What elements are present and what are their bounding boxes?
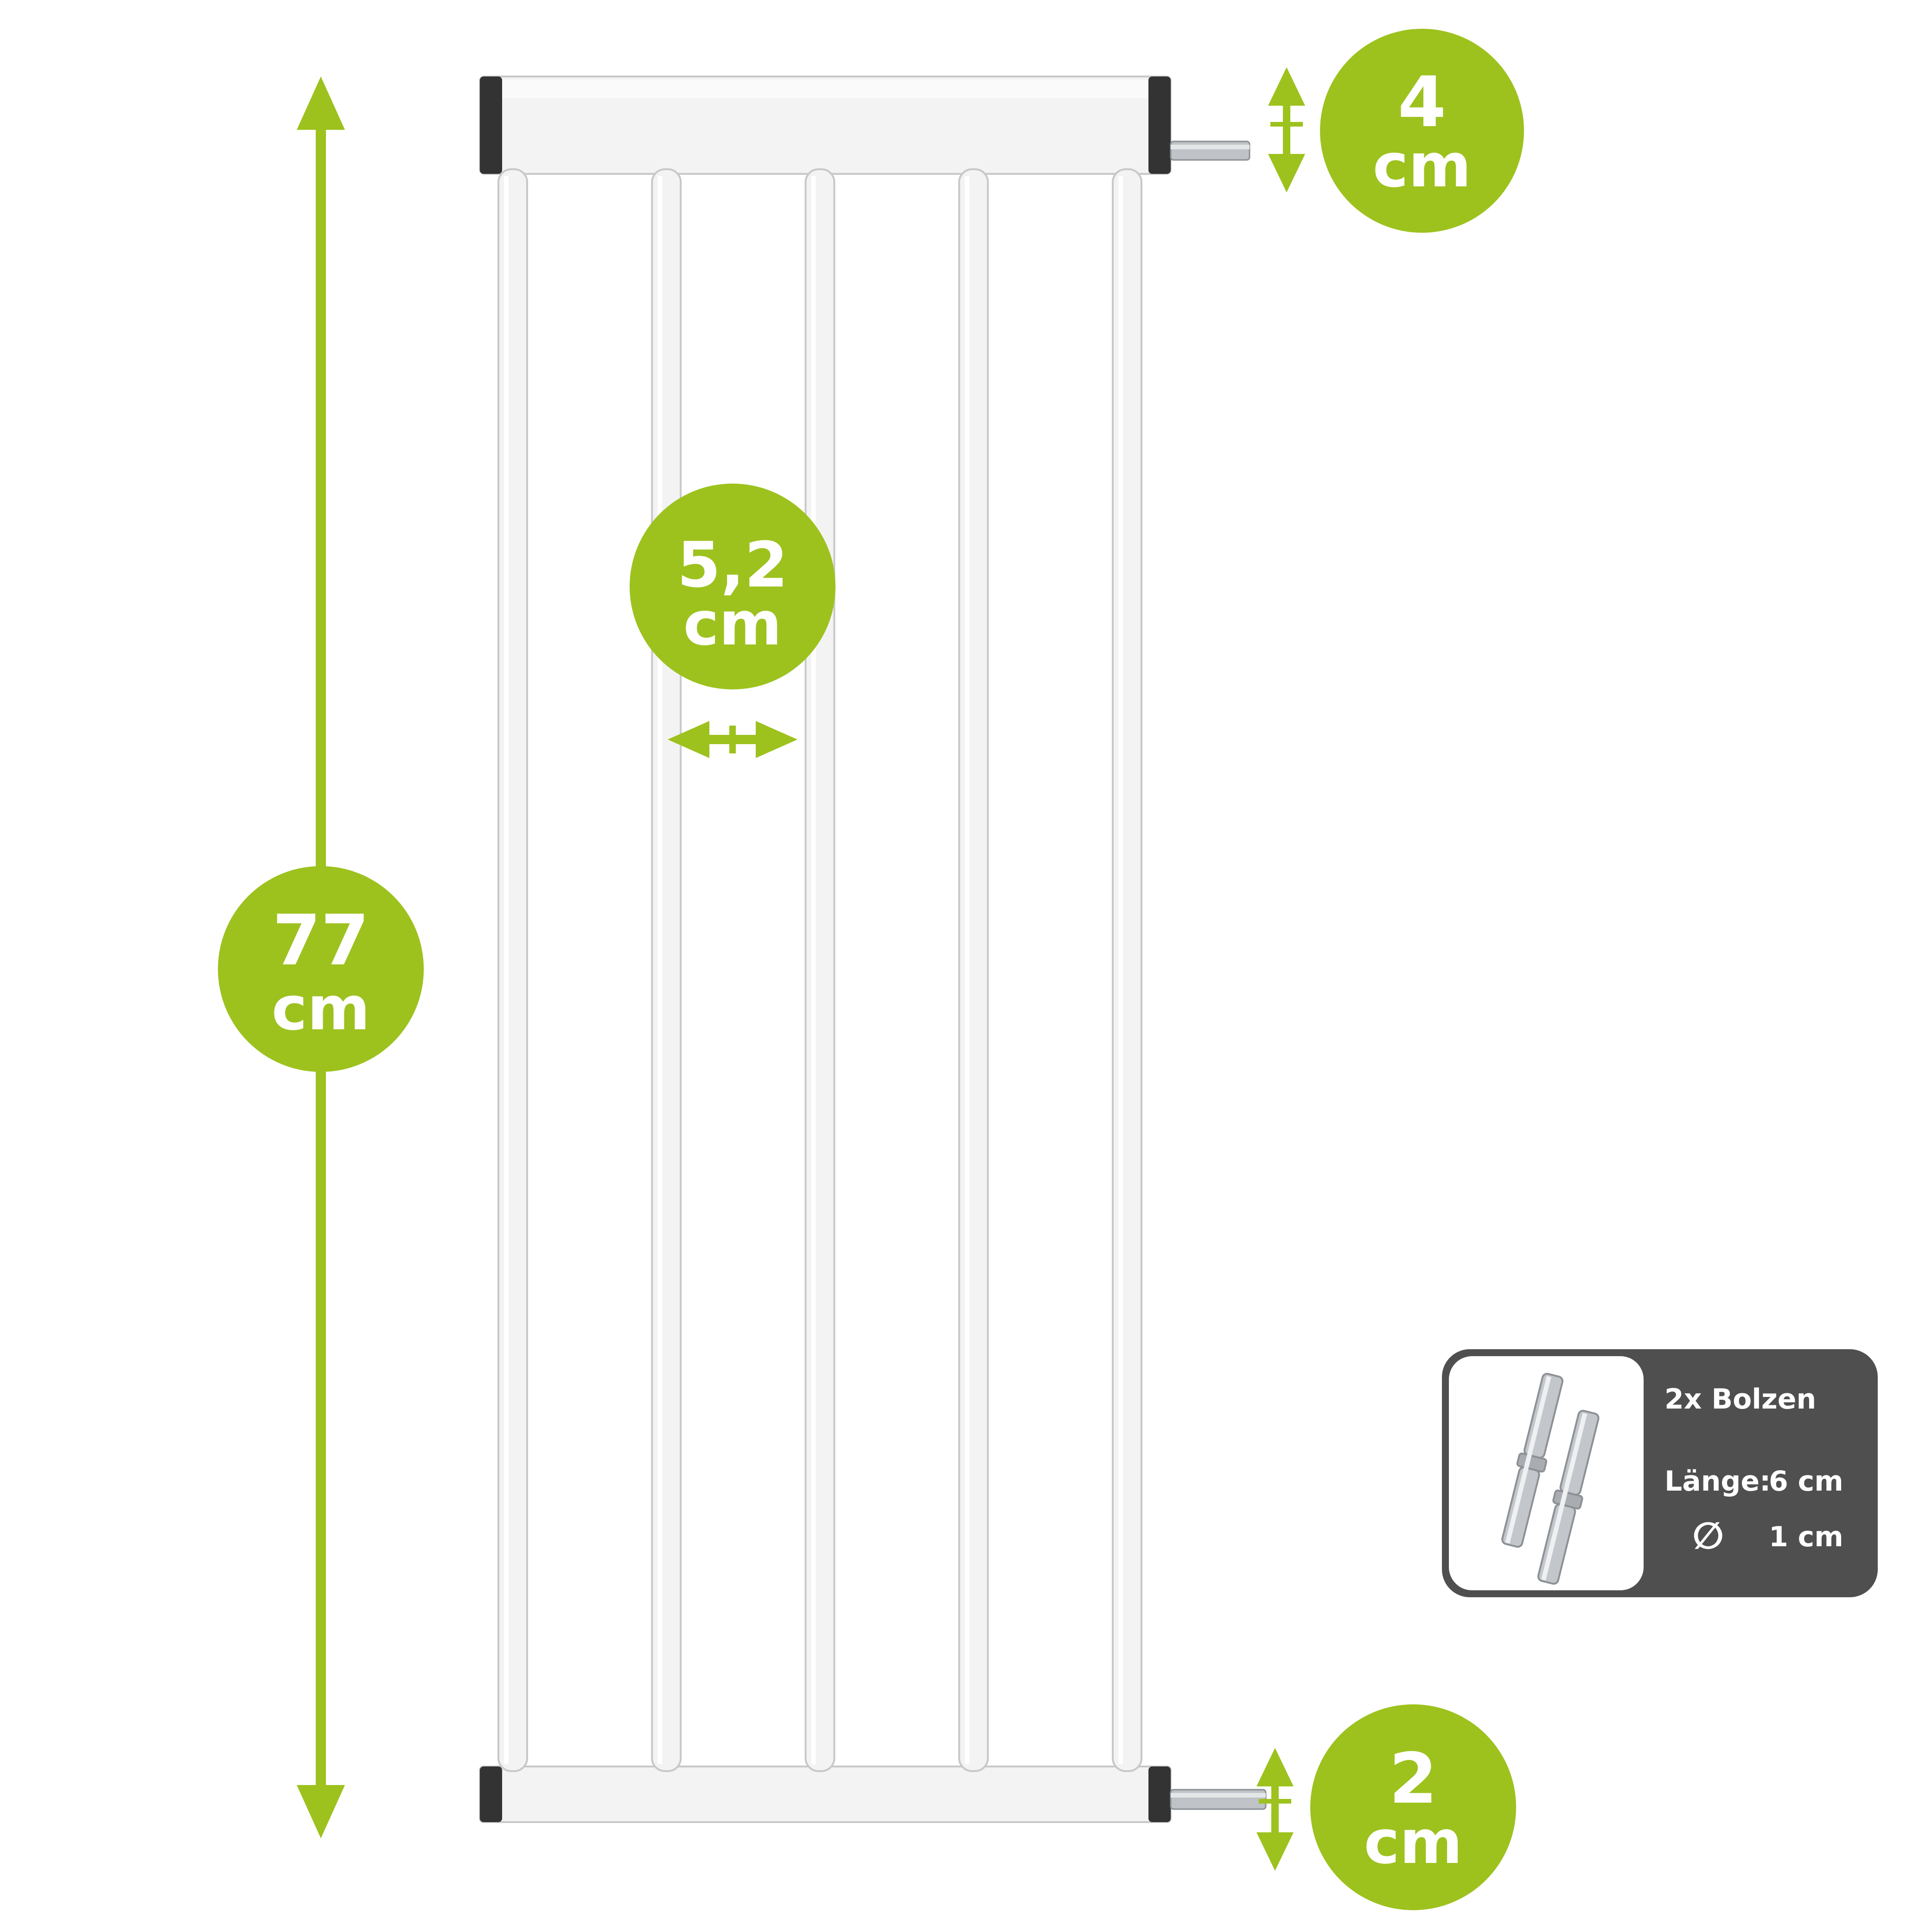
vertical-bar-highlight	[811, 176, 816, 1764]
arrow-down-icon	[1256, 1832, 1294, 1871]
accessory-length-value: 6 cm	[1769, 1465, 1843, 1498]
top-frame-bar	[479, 76, 1172, 175]
arrow-up-icon	[297, 77, 345, 130]
top-pin-value: 4	[1398, 62, 1446, 143]
vertical-bar	[958, 168, 989, 1772]
vertical-bar	[804, 168, 835, 1772]
accessory-diameter-value: 1 cm	[1769, 1521, 1843, 1553]
top-pin-badge	[1320, 29, 1524, 233]
vertical-bar	[651, 168, 682, 1772]
vertical-bar-highlight	[657, 176, 663, 1764]
vertical-bars	[497, 168, 1142, 1772]
accessory-title: 2x Bolzen	[1664, 1383, 1816, 1416]
bottom-pin-dimension: 2 cm	[1256, 1704, 1516, 1910]
bar-spacing-dimension: 5,2 cm	[630, 484, 835, 758]
gate-extension-panel	[479, 76, 1267, 1823]
arrow-up-icon	[1268, 67, 1305, 106]
bolt-pins-icon	[1501, 1373, 1600, 1585]
arrow-down-icon	[297, 1785, 345, 1838]
arrow-down-icon	[1268, 154, 1305, 192]
height-value: 77	[273, 900, 370, 981]
arrow-left-icon	[668, 721, 709, 758]
bar-spacing-unit: cm	[683, 588, 782, 659]
height-dimension: 77 cm	[218, 77, 424, 1838]
diameter-icon: ∅	[1692, 1514, 1724, 1557]
vertical-bar	[497, 168, 528, 1772]
top-left-cap	[480, 77, 502, 174]
arrow-right-icon	[756, 721, 797, 758]
vertical-bar-highlight	[504, 176, 509, 1764]
bottom-pin	[1170, 1789, 1267, 1810]
bottom-left-cap	[480, 1766, 502, 1822]
bar-spacing-value: 5,2	[677, 529, 788, 601]
top-pin-unit: cm	[1373, 130, 1472, 201]
vertical-bar-highlight	[1118, 176, 1123, 1764]
top-right-cap	[1148, 77, 1171, 174]
height-unit: cm	[272, 973, 370, 1044]
bottom-right-cap	[1148, 1766, 1171, 1822]
bottom-frame-bar	[479, 1766, 1172, 1823]
top-pin	[1170, 140, 1250, 161]
arrow-up-icon	[1256, 1748, 1294, 1786]
bottom-pin-unit: cm	[1364, 1807, 1463, 1877]
vertical-bar	[1112, 168, 1142, 1772]
height-badge	[218, 866, 424, 1072]
bottom-pin-badge	[1310, 1704, 1516, 1910]
vertical-bar-highlight	[964, 176, 969, 1764]
accessory-info-card: 2x Bolzen Länge: 6 cm ∅ 1 cm	[1442, 1349, 1878, 1597]
bar-spacing-badge	[630, 484, 835, 689]
accessory-length-label: Länge:	[1664, 1465, 1771, 1498]
top-pin-dimension: 4 cm	[1268, 29, 1524, 233]
bottom-pin-value: 2	[1389, 1739, 1437, 1819]
